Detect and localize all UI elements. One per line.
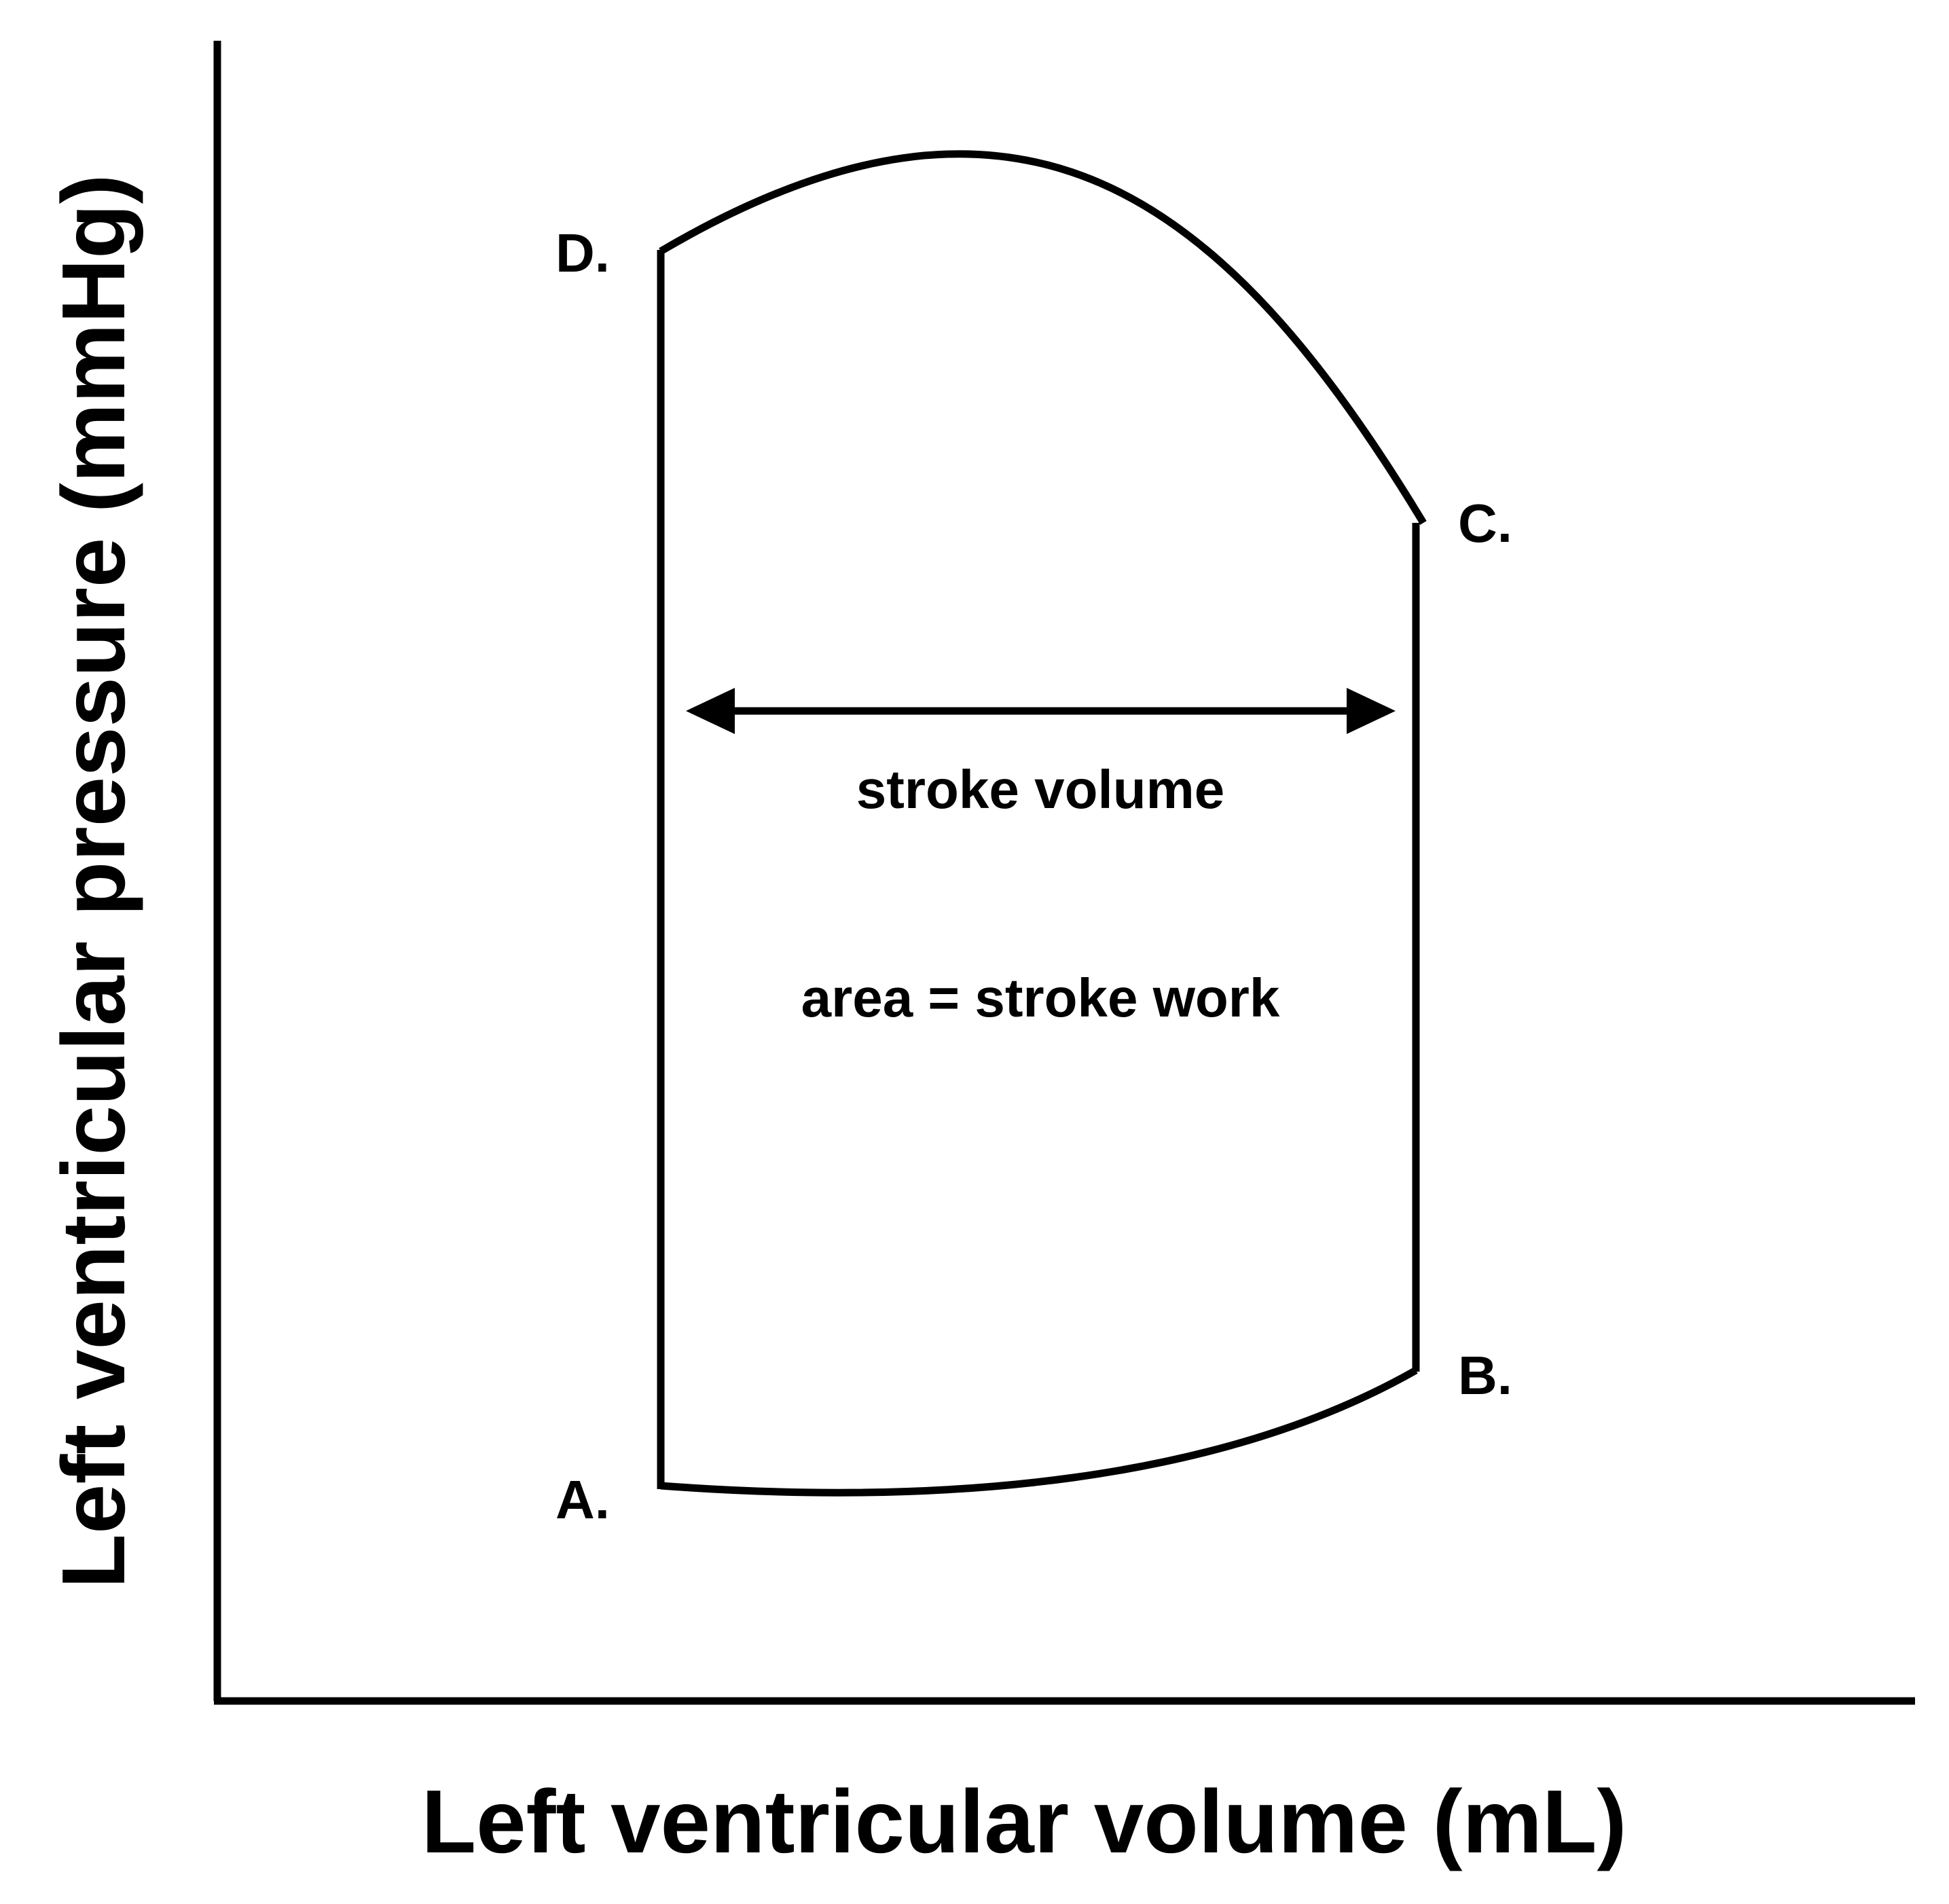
stroke-volume-arrow (686, 688, 1396, 734)
arrow-left-head-icon (686, 688, 735, 734)
point-label-b: B. (1458, 1345, 1512, 1406)
point-label-a: A. (555, 1469, 610, 1530)
y-axis-title: Left ventricular pressure (mmHg) (43, 174, 143, 1588)
stroke-work-area-label: area = stroke work (801, 968, 1280, 1028)
point-label-c: C. (1458, 493, 1512, 553)
filling-curve-a-to-b (660, 1367, 1418, 1497)
arrow-right-head-icon (1347, 688, 1396, 734)
point-label-d: D. (555, 223, 610, 283)
ejection-curve-c-to-d (659, 150, 1427, 525)
stroke-volume-label: stroke volume (856, 759, 1224, 820)
x-axis-title: Left ventricular volume (mL) (422, 1772, 1627, 1871)
